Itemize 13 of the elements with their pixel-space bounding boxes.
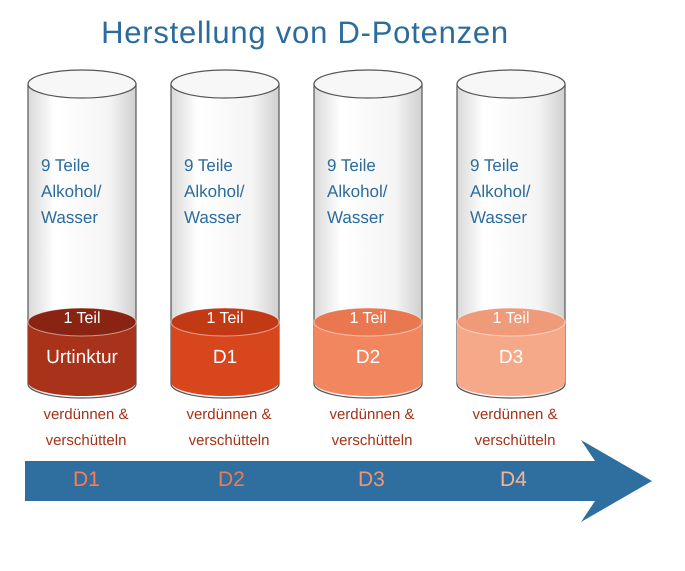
step-caption: verdünnen & verschütteln xyxy=(185,405,273,451)
potency-label: D2 xyxy=(218,469,245,490)
title: Herstellung von D-Potenzen xyxy=(100,14,510,52)
cylinder-text: 9 Teile Alkohol/ Wasser xyxy=(327,155,388,229)
step-caption: verdünnen & verschütteln xyxy=(42,405,130,451)
potency-label: D4 xyxy=(500,469,527,490)
potency-label: D1 xyxy=(73,469,100,490)
cylinder-text: 9 Teile Alkohol/ Wasser xyxy=(41,155,102,229)
cylinder-text: 9 Teile Alkohol/ Wasser xyxy=(184,155,246,229)
potency-label: D3 xyxy=(358,469,385,490)
step-caption: verdünnen & verschütteln xyxy=(471,405,559,451)
step-caption: verdünnen & verschütteln xyxy=(328,405,416,451)
cylinder-text: 9 Teile Alkohol/ Wasser xyxy=(470,155,532,229)
